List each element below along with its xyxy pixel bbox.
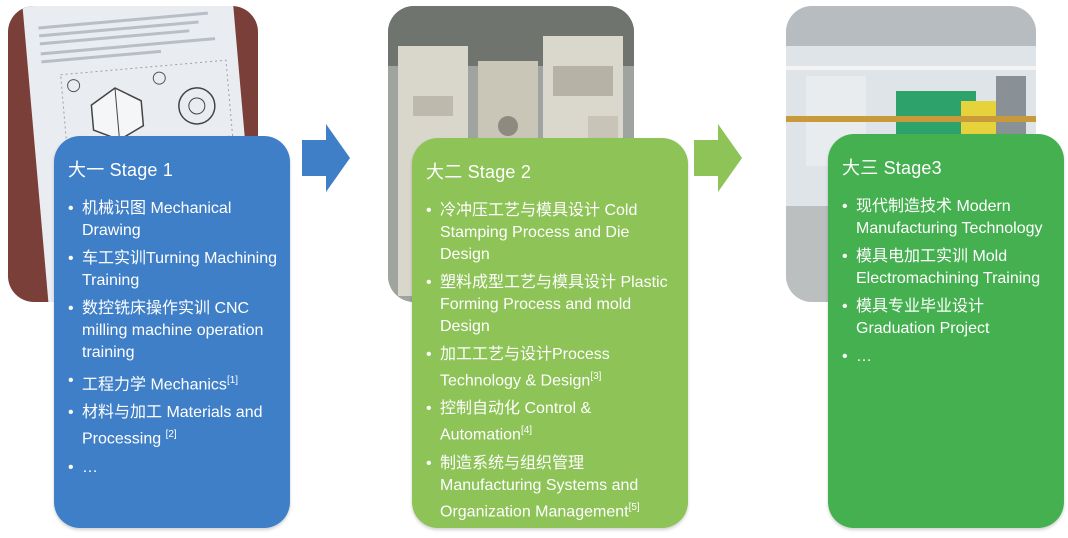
stage-2-title: 大二 Stage 2: [426, 162, 532, 182]
drawing-paper: [22, 6, 258, 302]
course-item: 模具专业毕业设计 Graduation Project: [842, 296, 1052, 340]
course-label: …: [856, 348, 872, 365]
stage-3-title: 大三 Stage3: [842, 158, 942, 178]
stage-3-card: 大三 Stage3 现代制造技术 Modern Manufacturing Te…: [828, 134, 1064, 528]
course-label: 现代制造技术 Modern Manufacturing Technology: [856, 198, 1043, 237]
course-label: …: [82, 458, 98, 476]
course-item: 数控铣床操作实训 CNC milling machine operation t…: [68, 298, 278, 364]
course-label: 材料与加工 Materials and Processing: [82, 404, 263, 448]
course-item: …: [842, 346, 1052, 368]
course-label: 数控铣床操作实训 CNC milling machine operation t…: [82, 300, 264, 361]
course-item: 控制自动化 Control & Automation[4]: [426, 398, 676, 446]
stage-2-course-list: 冷冲压工艺与模具设计 Cold Stamping Process and Die…: [426, 200, 676, 523]
reference-marker: [1]: [226, 375, 239, 386]
course-label: 模具电加工实训 Mold Electromachining Training: [856, 248, 1041, 287]
stage-1-title: 大一 Stage 1: [68, 160, 174, 180]
stage-1-card: 大一 Stage 1 机械识图 Mechanical Drawing 车工实训Tu…: [54, 136, 290, 528]
course-label: 机械识图 Mechanical Drawing: [82, 200, 232, 239]
course-item: 材料与加工 Materials and Processing [2]: [68, 402, 278, 450]
reference-marker: [2]: [165, 429, 177, 441]
arrow-right-icon: [694, 124, 742, 192]
course-label: 塑料成型工艺与模具设计 Plastic Forming Process and …: [440, 274, 668, 335]
stage-3-course-list: 现代制造技术 Modern Manufacturing Technology 模具…: [842, 196, 1052, 368]
course-item: 机械识图 Mechanical Drawing: [68, 198, 278, 242]
course-label: 冷冲压工艺与模具设计 Cold Stamping Process and Die…: [440, 202, 638, 263]
course-label: 控制自动化 Control & Automation: [440, 400, 592, 444]
reference-marker: [5]: [628, 501, 640, 513]
course-item: 加工工艺与设计Process Technology & Design[3]: [426, 344, 676, 392]
course-label: 工程力学 Mechanics: [82, 376, 227, 394]
course-label: 制造系统与组织管理 Manufacturing Systems and Orga…: [440, 454, 639, 520]
course-item: …: [68, 457, 278, 479]
course-item: 制造系统与组织管理 Manufacturing Systems and Orga…: [426, 453, 676, 523]
course-item: 塑料成型工艺与模具设计 Plastic Forming Process and …: [426, 272, 676, 338]
course-label: 加工工艺与设计Process Technology & Design: [440, 346, 610, 390]
course-item: 车工实训Turning Machining Training: [68, 248, 278, 292]
course-label: 模具专业毕业设计 Graduation Project: [856, 298, 990, 337]
course-item: 模具电加工实训 Mold Electromachining Training: [842, 246, 1052, 290]
reference-marker: [4]: [520, 425, 533, 437]
course-label: 车工实训Turning Machining Training: [82, 250, 278, 289]
reference-marker: [3]: [590, 371, 602, 382]
course-item: 现代制造技术 Modern Manufacturing Technology: [842, 196, 1052, 240]
isometric-drawing-icon: [60, 59, 234, 151]
stage-2-card: 大二 Stage 2 冷冲压工艺与模具设计 Cold Stamping Proc…: [412, 138, 688, 528]
course-item: 工程力学 Mechanics[1]: [68, 370, 278, 396]
course-item: 冷冲压工艺与模具设计 Cold Stamping Process and Die…: [426, 200, 676, 266]
stage-1-course-list: 机械识图 Mechanical Drawing 车工实训Turning Machi…: [68, 198, 278, 479]
arrow-right-icon: [302, 124, 350, 192]
